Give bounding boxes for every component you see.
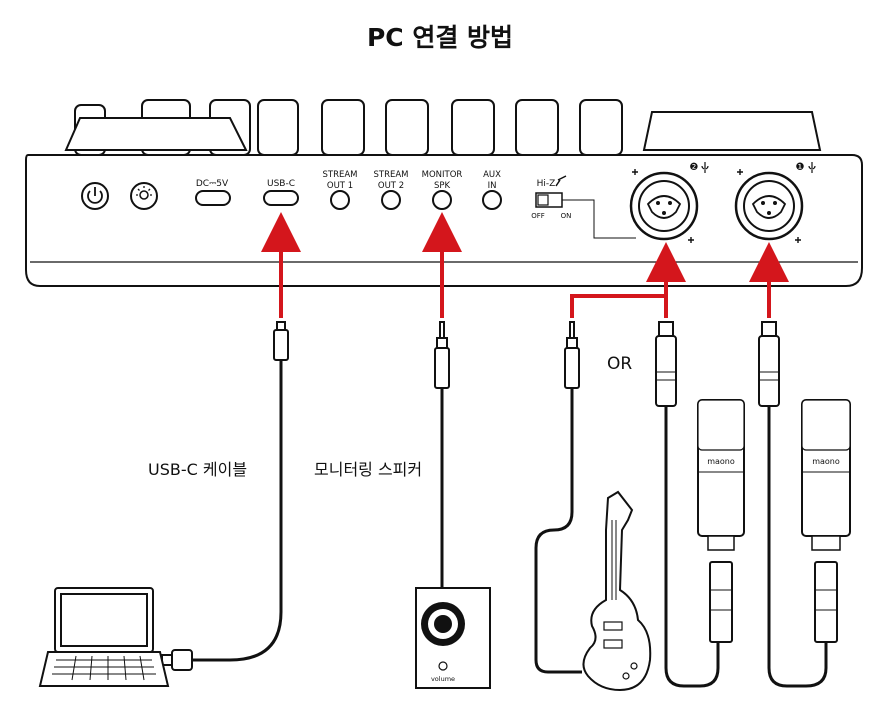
input2-arrow	[570, 242, 686, 318]
mic-1-brand: maono	[812, 457, 840, 466]
or-label: OR	[607, 354, 633, 374]
volume-knob-icon	[438, 661, 448, 671]
aux-label-line1: AUX	[483, 170, 501, 180]
stream-out-1-jack: STREAM OUT 1	[322, 170, 358, 210]
monitor-spk-jack: MONITOR SPK	[422, 170, 463, 210]
hi-z-switch[interactable]: Hi-Z OFF ON	[531, 175, 636, 239]
dc-label: DC⎓5V	[196, 179, 229, 189]
stream2-label-line1: STREAM	[373, 170, 408, 180]
guitar-icon	[555, 175, 567, 187]
monitor-speaker: volume	[415, 587, 491, 689]
usb-c-port: USB-C	[263, 179, 299, 206]
input1-number: ❶	[796, 162, 805, 173]
mic-1-xlr-cable	[758, 321, 828, 688]
dc-port: DC⎓5V	[195, 179, 231, 206]
electric-guitar	[582, 490, 652, 692]
speaker-volume-label: volume	[431, 675, 455, 683]
stream1-label-line1: STREAM	[322, 170, 357, 180]
hiz-on-label: ON	[561, 212, 572, 220]
microphone-2: maono	[697, 399, 745, 643]
input2-number: ❷	[690, 162, 699, 173]
usb-cable-label: USB-C 케이블	[148, 460, 248, 479]
aux-label-line2: IN	[488, 181, 497, 191]
microphone-1: maono	[801, 399, 851, 643]
light-button[interactable]	[130, 182, 158, 210]
rear-knobs	[64, 99, 822, 156]
hiz-label: Hi-Z	[537, 179, 556, 189]
mic-2-xlr-cable	[655, 321, 720, 688]
red-arrows	[261, 212, 789, 318]
combo-input-1: ❶	[734, 162, 816, 243]
power-button[interactable]	[81, 182, 109, 210]
guitar-cable	[534, 321, 582, 674]
usb-label: USB-C	[267, 179, 295, 189]
monitor-label-line1: MONITOR	[422, 170, 463, 180]
monitor-label-line2: SPK	[434, 181, 451, 191]
combo-input-2: ❷	[629, 162, 709, 243]
diagram-title: PC 연결 방법	[366, 23, 514, 52]
hiz-off-label: OFF	[531, 212, 545, 220]
monitor-cable	[434, 321, 450, 590]
mic-icon	[701, 162, 709, 173]
laptop	[38, 587, 170, 687]
monitor-speaker-label: 모니터링 스피커	[314, 460, 423, 479]
mic-2-brand: maono	[707, 457, 735, 466]
stream1-label-line2: OUT 1	[327, 181, 353, 191]
stream2-label-line2: OUT 2	[378, 181, 404, 191]
mic-icon	[808, 162, 816, 173]
usb-c-cable	[161, 321, 289, 671]
aux-in-jack: AUX IN	[482, 170, 502, 210]
stream-out-2-jack: STREAM OUT 2	[373, 170, 409, 210]
